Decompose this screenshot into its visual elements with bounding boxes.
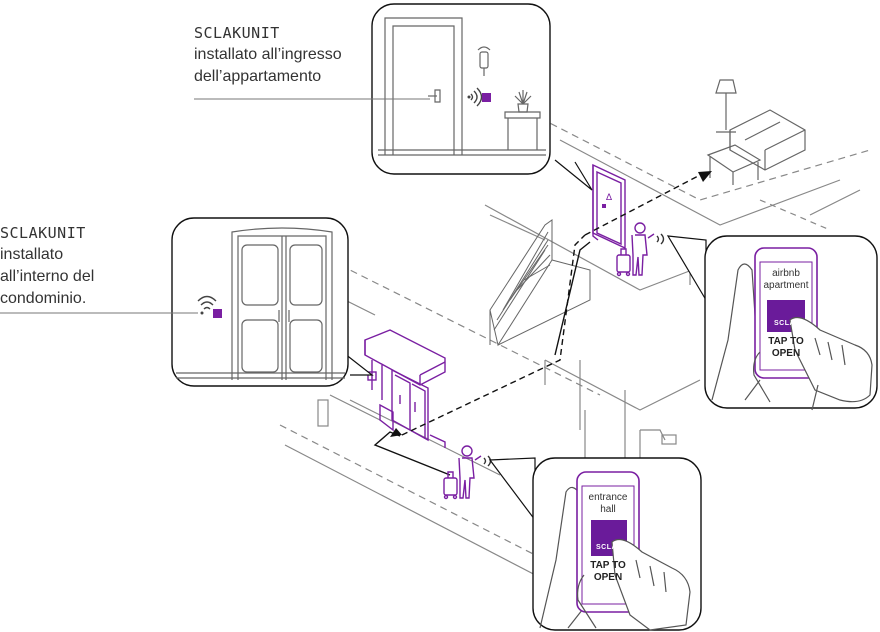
lock-unit-icon bbox=[482, 93, 491, 102]
apartment-phone-brand: SCLA bbox=[774, 320, 796, 327]
suitcase-icon bbox=[616, 248, 631, 277]
building-unit-line3: condominio. bbox=[0, 290, 87, 307]
apartment-phone-title-line1: airbnb bbox=[772, 268, 800, 279]
apartment-unit-line2: dell’appartamento bbox=[194, 68, 322, 85]
apartment-unit-label: SCLAKUNIT installato all’ingresso dell’a… bbox=[194, 22, 342, 88]
building-unit-line2: all’interno del bbox=[0, 268, 95, 285]
entrance-phone-brand: SCLA bbox=[596, 544, 618, 551]
entrance-phone-tap-line2: OPEN bbox=[593, 572, 623, 583]
apartment-phone-title-line2: apartment bbox=[763, 280, 809, 291]
entrance-phone-tap-label[interactable]: TAP TO OPEN bbox=[582, 560, 634, 584]
entrance-phone-callout bbox=[488, 457, 702, 631]
airbnb-icon: ∆ bbox=[605, 193, 613, 203]
apartment-door: ∆ bbox=[592, 163, 626, 250]
entrance-phone-tap-line1: TAP TO bbox=[590, 560, 626, 571]
building-callout bbox=[171, 217, 374, 387]
building-unit-line1: installato bbox=[0, 246, 64, 263]
lock-unit-icon bbox=[213, 309, 222, 318]
apartment-unit-brand: SCLAKUNIT bbox=[194, 24, 280, 42]
wifi-signal-icon bbox=[470, 87, 483, 107]
apartment-phone-tap-line2: OPEN bbox=[771, 348, 801, 359]
traveler-icon bbox=[458, 445, 492, 499]
entrance-phone-title-line2: hall bbox=[600, 504, 616, 515]
building-entrance bbox=[364, 329, 446, 448]
traveler-icon bbox=[631, 222, 665, 276]
apartment-unit-line1: installato all’ingresso bbox=[194, 46, 342, 63]
apartment-phone-tap-label[interactable]: TAP TO OPEN bbox=[760, 336, 812, 360]
entrance-phone-title-line1: entrance bbox=[588, 492, 628, 503]
wifi-signal-icon bbox=[197, 295, 217, 310]
apartment-phone-tap-line1: TAP TO bbox=[768, 336, 804, 347]
apartment-phone-callout bbox=[666, 235, 878, 411]
staircase bbox=[489, 219, 591, 347]
route-arrow-head-2 bbox=[698, 171, 712, 182]
route-arrow-head-1 bbox=[390, 428, 402, 437]
building-unit-brand: SCLAKUNIT bbox=[0, 224, 86, 242]
suitcase-icon bbox=[443, 471, 458, 500]
apartment-phone-title: airbnb apartment bbox=[760, 268, 812, 292]
sofa-and-lamp bbox=[706, 79, 806, 185]
entrance-phone-title: entrance hall bbox=[582, 492, 634, 516]
building-unit-label: SCLAKUNIT installato all’interno del con… bbox=[0, 222, 94, 310]
apartment-callout bbox=[371, 3, 593, 191]
